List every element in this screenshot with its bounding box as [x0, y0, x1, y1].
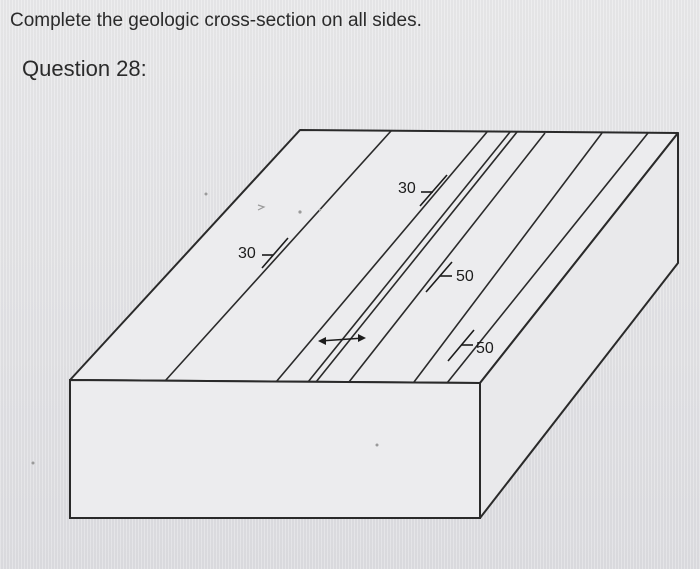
contact-line — [413, 132, 603, 383]
strike-dip-symbol-1: 30 — [238, 237, 289, 269]
strike-dip-symbol-3: 50 — [425, 261, 474, 293]
anticline-axis-icon — [318, 334, 366, 345]
strike-dip-symbol-2: 30 — [398, 174, 448, 207]
contact-line — [307, 131, 511, 383]
contact-line — [446, 132, 649, 384]
contact-line — [275, 131, 488, 383]
block-front-face[interactable] — [69, 378, 481, 519]
faint-marks — [31, 192, 379, 465]
question-label: Question 28: — [22, 56, 147, 81]
block-side-face[interactable] — [479, 132, 679, 519]
contact-line — [315, 131, 518, 383]
dip-value-label: 50 — [456, 268, 474, 285]
dip-value-label: 30 — [238, 245, 256, 262]
dip-value-label: 50 — [476, 340, 494, 357]
dip-value-label: 30 — [398, 180, 416, 197]
contact-line — [348, 132, 546, 383]
contact-line — [164, 130, 392, 382]
strike-dip-symbol-4: 50 — [447, 329, 494, 362]
contact-lines — [164, 130, 649, 384]
instruction-text: Complete the geologic cross-section on a… — [10, 10, 422, 31]
